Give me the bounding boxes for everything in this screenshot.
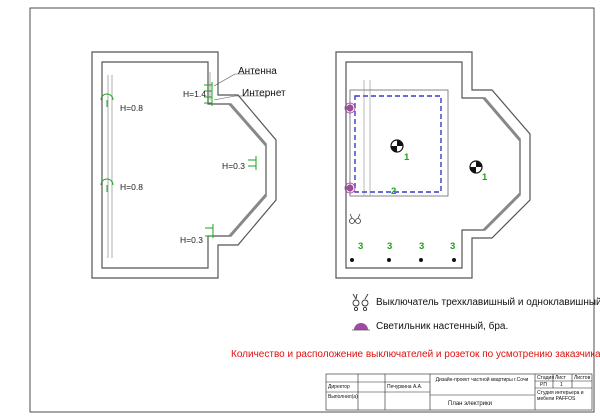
led-strip bbox=[354, 95, 442, 193]
left-plan bbox=[91, 51, 277, 279]
wall-socket-icon bbox=[204, 82, 213, 94]
internet-label: Интернет bbox=[242, 88, 286, 99]
height-label: H=1.4 bbox=[183, 89, 206, 99]
sheet-frame bbox=[29, 7, 595, 413]
socket-marker: 3 bbox=[450, 241, 456, 252]
socket-marker: 3 bbox=[358, 241, 364, 252]
ceiling-light-icon bbox=[390, 139, 404, 153]
floor-socket-icon bbox=[350, 258, 456, 262]
label-leaders bbox=[213, 73, 268, 101]
sheet-name: План электрики bbox=[448, 401, 493, 407]
wall-socket-icon bbox=[205, 224, 214, 238]
height-label: H=0.3 bbox=[180, 235, 203, 245]
col-sheet: Лист bbox=[555, 375, 566, 381]
socket-marker: 3 bbox=[419, 241, 425, 252]
right-plan bbox=[335, 51, 531, 279]
sconce-icon bbox=[344, 102, 356, 114]
wall-socket-icon bbox=[100, 93, 114, 107]
height-label: H=0.3 bbox=[222, 161, 245, 171]
wall-socket-icon bbox=[100, 178, 114, 192]
col-sheets: Листов bbox=[574, 375, 591, 381]
sheet-value: 1 bbox=[560, 382, 563, 388]
sconce-icon bbox=[344, 182, 356, 194]
sconce-icon bbox=[352, 323, 370, 331]
role-executor: Выполнил(а) bbox=[328, 394, 358, 400]
customer-note: Количество и расположение выключателей и… bbox=[231, 349, 600, 360]
fixture-marker: 1 bbox=[482, 172, 488, 183]
person-name: Печуркина А.А. bbox=[387, 384, 423, 390]
ceiling-light-icon bbox=[469, 160, 483, 174]
left-sockets bbox=[100, 82, 257, 238]
col-stage: Стадия bbox=[537, 375, 555, 381]
fixture-marker: 1 bbox=[404, 152, 410, 163]
switch-icon bbox=[352, 293, 369, 312]
height-label: H=0.8 bbox=[120, 182, 143, 192]
studio-name: Студия интерьера и мебели PAFFOS bbox=[537, 390, 584, 402]
switch-icon bbox=[349, 213, 361, 224]
legend-switch-label: Выключатель трехклавишный и одноклавишны… bbox=[376, 297, 600, 308]
socket-marker: 3 bbox=[387, 241, 393, 252]
fixture-marker: 2 bbox=[391, 186, 397, 197]
wall-socket-icon bbox=[248, 156, 257, 170]
wall-socket-icon bbox=[204, 94, 213, 106]
antenna-label: Антенна bbox=[238, 66, 277, 77]
role-director: Директор bbox=[328, 384, 350, 390]
title-block bbox=[325, 373, 593, 411]
height-label: H=0.8 bbox=[120, 103, 143, 113]
legend-sconce-label: Светильник настенный, бра. bbox=[376, 321, 509, 332]
stage-value: РП bbox=[540, 382, 547, 388]
project-title: Дизайн-проект частной квартиры г.Сочи bbox=[435, 377, 529, 383]
